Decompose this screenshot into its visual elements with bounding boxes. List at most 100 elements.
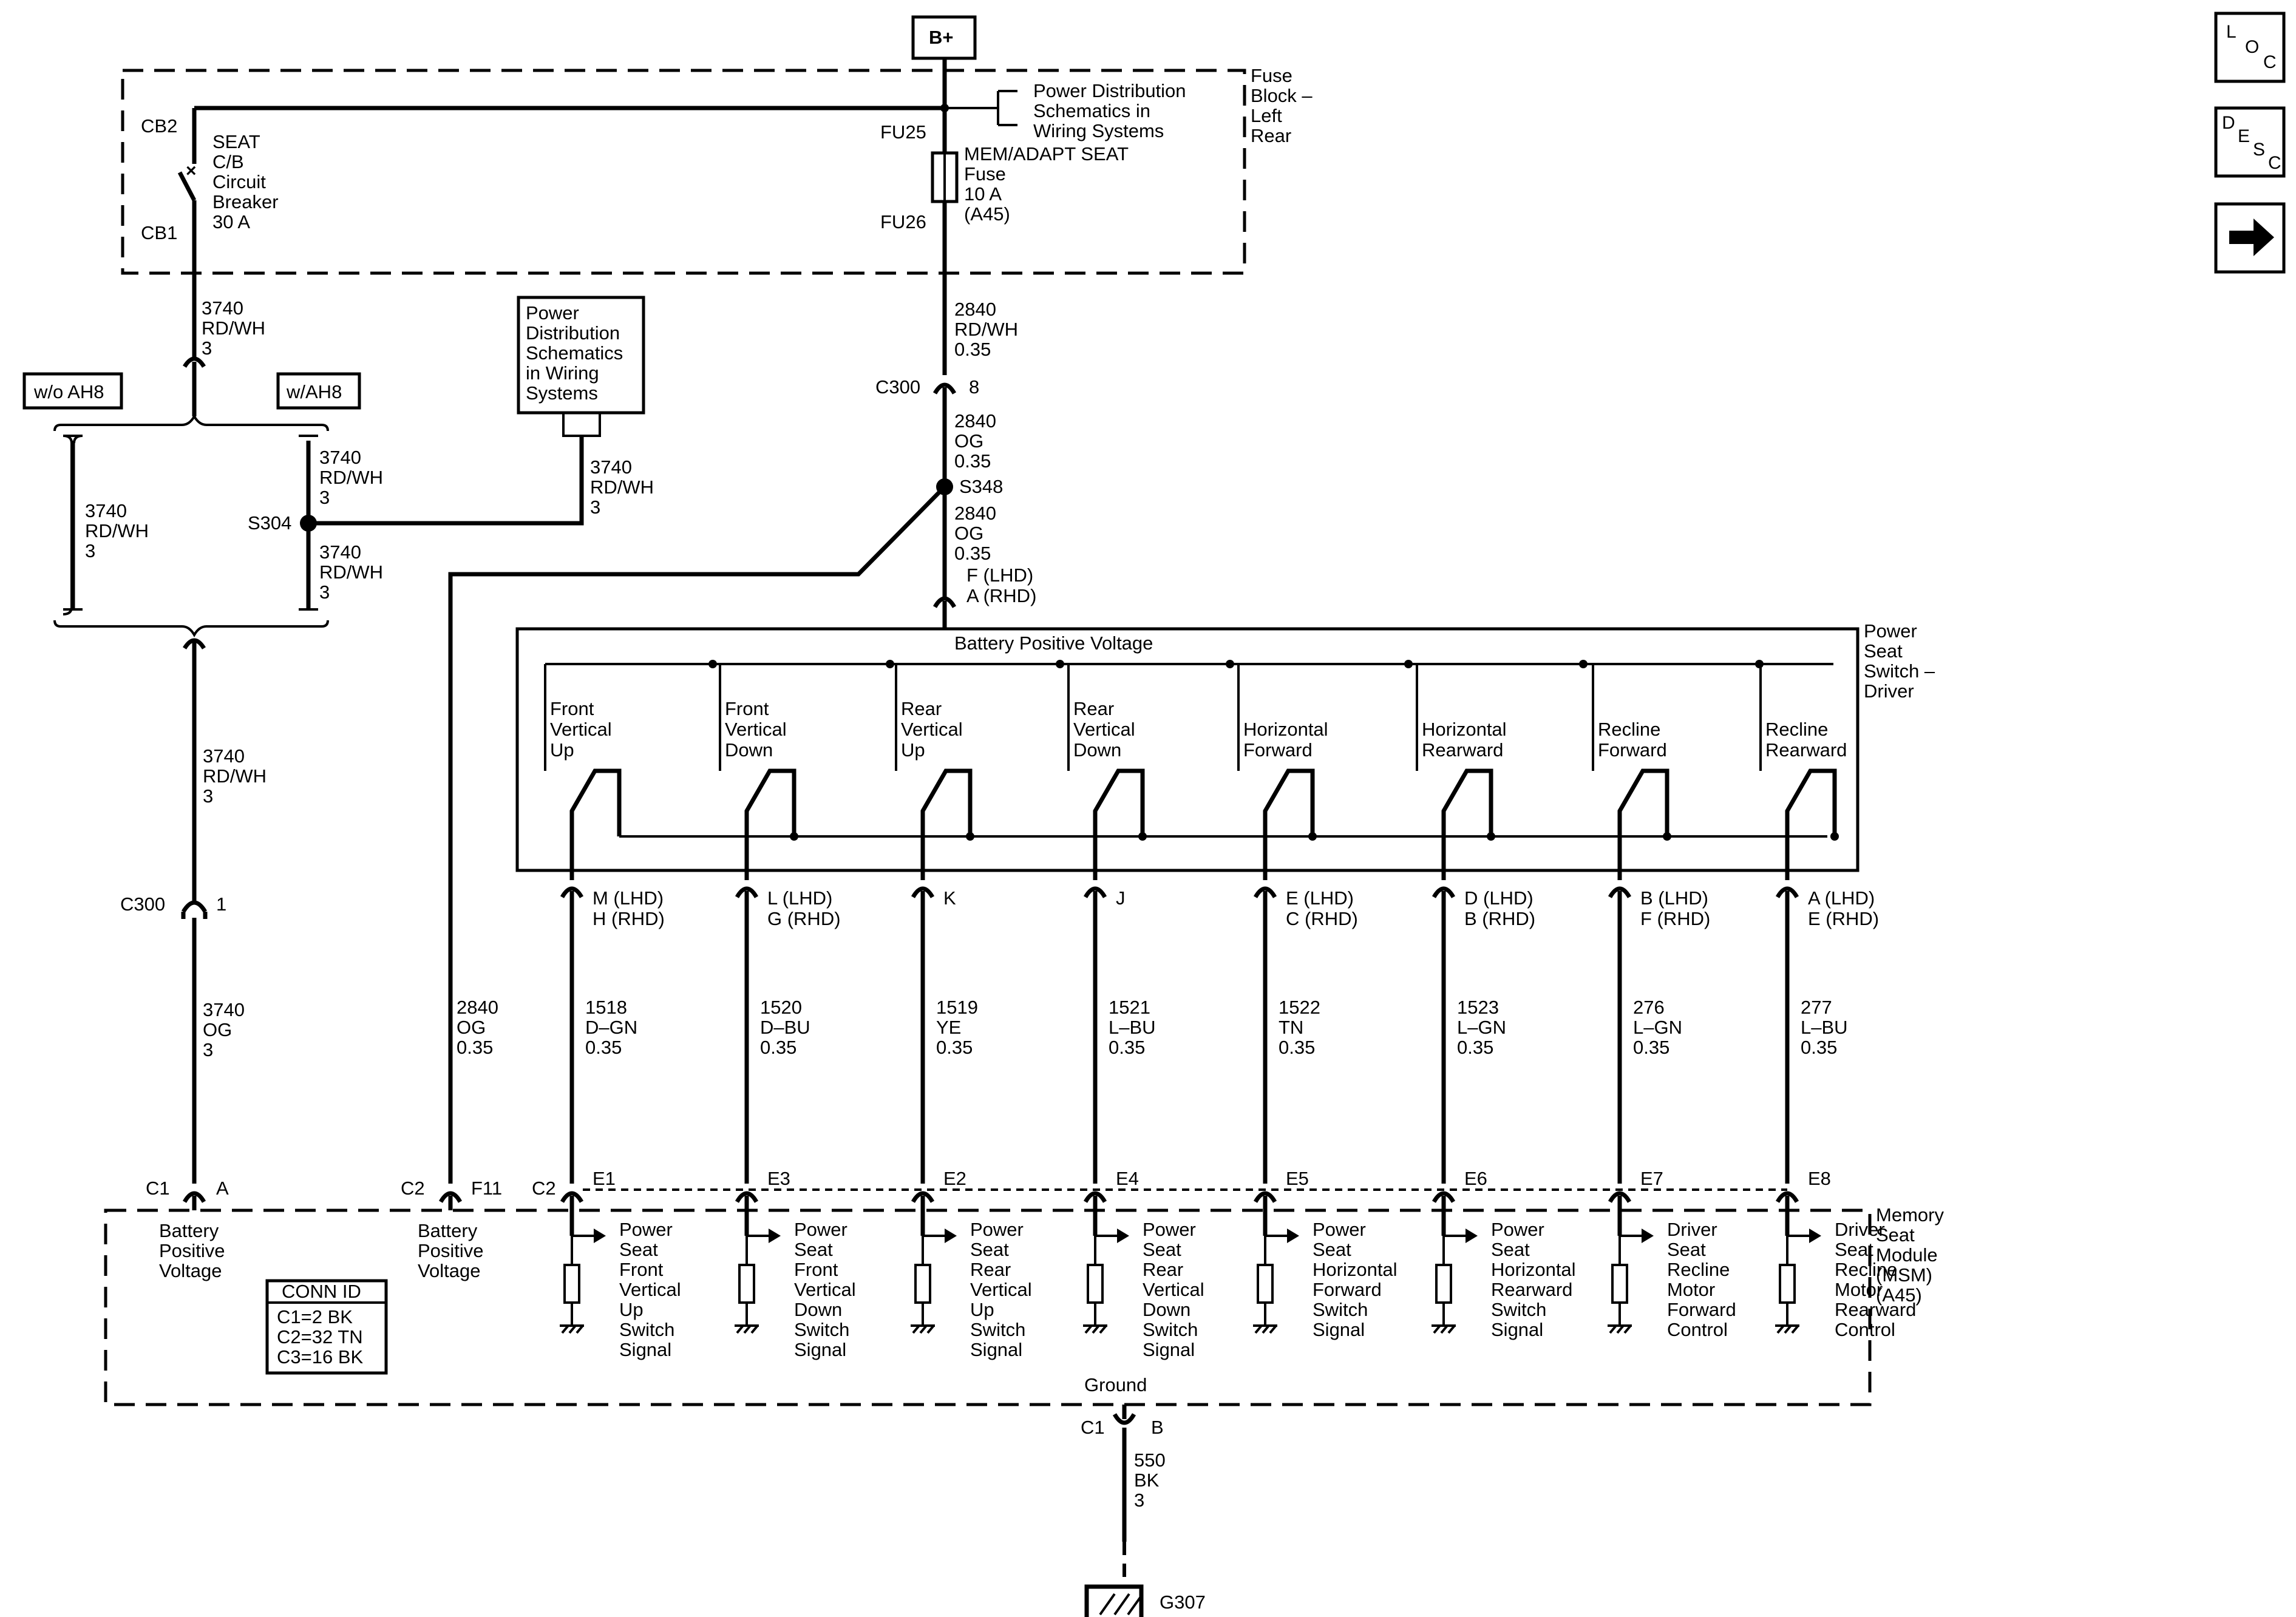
- msm-c2-f11-label: C2: [401, 1178, 425, 1199]
- svg-text:MEM/ADAPT SEAT: MEM/ADAPT SEAT: [964, 143, 1129, 164]
- svg-text:Control: Control: [1667, 1319, 1728, 1340]
- next-page-button[interactable]: [2214, 202, 2286, 274]
- c300-left-label: C300: [120, 893, 165, 915]
- desc-button[interactable]: D E S C: [2214, 106, 2286, 178]
- svg-text:3740: 3740: [319, 447, 361, 468]
- svg-text:Rear: Rear: [1251, 125, 1291, 146]
- svg-text:Rear: Rear: [1143, 1259, 1183, 1280]
- svg-text:RD/WH: RD/WH: [954, 319, 1018, 340]
- svg-text:3740: 3740: [203, 745, 245, 767]
- svg-text:L–GN: L–GN: [1457, 1017, 1506, 1038]
- svg-text:TN: TN: [1279, 1017, 1303, 1038]
- svg-text:Up: Up: [970, 1299, 994, 1320]
- c300-main-label: C300: [875, 376, 920, 398]
- msm-pin-3: E2: [943, 1168, 966, 1189]
- svg-text:1519: 1519: [936, 997, 978, 1018]
- splice-wire-3740-bottom: 3740 RD/WH 3: [319, 541, 383, 603]
- svg-text:CONN ID: CONN ID: [282, 1281, 361, 1302]
- svg-text:550: 550: [1134, 1449, 1166, 1471]
- breaker-label: SEAT C/B Circuit Breaker 30 A: [212, 131, 279, 232]
- svg-text:Switch: Switch: [970, 1319, 1025, 1340]
- svg-text:Seat: Seat: [1313, 1239, 1351, 1260]
- svg-text:Positive: Positive: [159, 1240, 225, 1261]
- svg-text:0.35: 0.35: [1801, 1037, 1837, 1058]
- pds-box-label: Power Distribution Schematics in Wiring …: [526, 302, 623, 404]
- svg-text:Vertical: Vertical: [970, 1279, 1032, 1300]
- switch-feed-pin-rhd: A (RHD): [966, 585, 1036, 606]
- svg-text:Signal: Signal: [1313, 1319, 1365, 1340]
- desc-letter-s: S: [2253, 140, 2265, 160]
- svg-text:Fuse: Fuse: [1251, 65, 1292, 86]
- switch-pin-3: K: [943, 887, 956, 909]
- svg-text:Switch –: Switch –: [1864, 660, 1935, 682]
- svg-text:Horizontal: Horizontal: [1313, 1259, 1398, 1280]
- svg-text:Power: Power: [970, 1219, 1024, 1240]
- svg-text:Rearward: Rearward: [1491, 1279, 1572, 1300]
- svg-text:Driver: Driver: [1667, 1219, 1717, 1240]
- svg-text:Switch: Switch: [1143, 1319, 1198, 1340]
- svg-text:Recline: Recline: [1835, 1259, 1897, 1280]
- msm-c1-pin: A: [216, 1178, 229, 1199]
- branch-wire-2840-og: 2840 OG 0.35: [457, 997, 498, 1058]
- svg-text:OG: OG: [203, 1019, 232, 1040]
- c300-left-pin: 1: [216, 893, 226, 915]
- loc-button[interactable]: L O C: [2214, 12, 2286, 83]
- svg-text:Power Distribution: Power Distribution: [1033, 80, 1186, 101]
- svg-text:Motor: Motor: [1667, 1279, 1715, 1300]
- svg-text:Power: Power: [1313, 1219, 1366, 1240]
- svg-text:Power: Power: [1143, 1219, 1196, 1240]
- svg-text:RD/WH: RD/WH: [203, 765, 267, 787]
- svg-text:Battery: Battery: [159, 1220, 219, 1241]
- switch-pin-4: J: [1116, 887, 1126, 909]
- svg-text:Circuit: Circuit: [212, 171, 266, 192]
- svg-text:Power: Power: [794, 1219, 847, 1240]
- main-wire-2840-og-b: 2840 OG 0.35: [954, 410, 996, 472]
- svg-text:C1=2 BK: C1=2 BK: [277, 1306, 353, 1327]
- switch-pin-7: B (LHD): [1640, 887, 1708, 909]
- switch-pin-6: D (LHD): [1464, 887, 1533, 909]
- svg-text:3: 3: [202, 337, 212, 359]
- svg-text:1518: 1518: [585, 997, 627, 1018]
- switch-pin-5: C (RHD): [1286, 908, 1358, 929]
- svg-text:10 A: 10 A: [964, 183, 1002, 205]
- svg-text:2840: 2840: [457, 997, 498, 1018]
- svg-text:0.35: 0.35: [936, 1037, 973, 1058]
- switch-pin-1: H (RHD): [593, 908, 665, 929]
- svg-text:D–BU: D–BU: [760, 1017, 810, 1038]
- msm-pin-1: E1: [593, 1168, 616, 1189]
- svg-text:Forward: Forward: [1667, 1299, 1736, 1320]
- pds-box: [517, 296, 645, 415]
- svg-text:Battery: Battery: [418, 1220, 478, 1241]
- switch-contact-4: RearVerticalDownJ1521L–BU0.35E4PowerSeat…: [1056, 660, 1204, 1360]
- left-wire-3740-og: 3740 OG 3: [203, 999, 245, 1060]
- svg-text:Recline: Recline: [1598, 719, 1660, 740]
- svg-text:Seat: Seat: [1876, 1224, 1915, 1246]
- loc-letter-o: O: [2245, 37, 2259, 57]
- power-seat-switch-outline: [515, 627, 1860, 872]
- svg-text:Up: Up: [901, 739, 925, 761]
- svg-text:Voltage: Voltage: [159, 1260, 222, 1281]
- svg-text:30 A: 30 A: [212, 211, 250, 232]
- svg-text:Signal: Signal: [1491, 1319, 1543, 1340]
- option-wo-ah8: [22, 372, 123, 410]
- svg-text:0.35: 0.35: [954, 450, 991, 472]
- svg-text:277: 277: [1801, 997, 1832, 1018]
- svg-text:0.35: 0.35: [1279, 1037, 1315, 1058]
- msm-c2-f11-pin: F11: [471, 1178, 502, 1199]
- svg-text:Vertical: Vertical: [1143, 1279, 1204, 1300]
- svg-text:Signal: Signal: [794, 1339, 846, 1360]
- svg-text:Rear: Rear: [1073, 698, 1114, 719]
- svg-text:Signal: Signal: [619, 1339, 671, 1360]
- svg-text:Schematics: Schematics: [526, 342, 623, 364]
- svg-text:1522: 1522: [1279, 997, 1320, 1018]
- svg-text:Switch: Switch: [619, 1319, 674, 1340]
- s348-label: S348: [959, 476, 1003, 497]
- svg-text:Fuse: Fuse: [964, 163, 1006, 185]
- svg-text:Seat: Seat: [1491, 1239, 1530, 1260]
- svg-text:3: 3: [319, 581, 330, 603]
